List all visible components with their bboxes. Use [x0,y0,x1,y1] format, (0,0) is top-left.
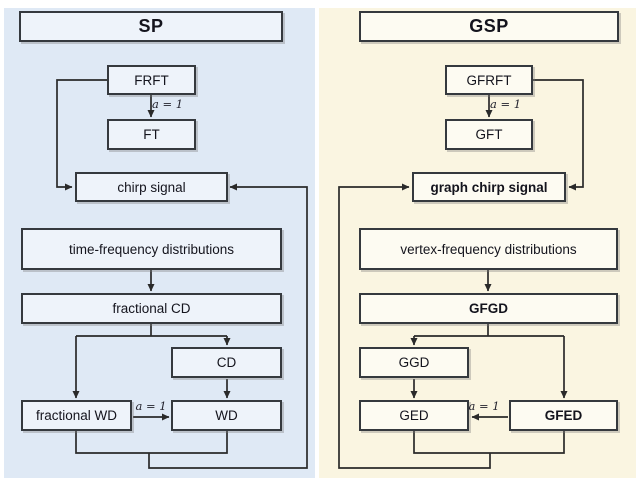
node-gfed: GFED [509,400,618,431]
edge-label-gfed-ged: a = 1 [468,399,500,413]
node-wd: WD [171,400,282,431]
edge-label-fwd-wd: a = 1 [135,399,167,413]
node-ft: FT [107,119,196,150]
node-graph-chirp-signal: graph chirp signal [412,172,566,202]
edge-frft-to-chirp [56,79,107,191]
node-frft: FRFT [107,65,196,95]
edge-fractional-cd-split [76,324,227,337]
node-time-frequency-distributions: time-frequency distributions [21,228,282,270]
node-fractional-cd: fractional CD [21,293,282,324]
edge-feedback-to-graph-chirp [338,187,565,469]
edge-label-frft-ft: a = 1 [152,97,184,111]
node-gfgd: GFGD [359,293,618,324]
node-ggd: GGD [359,347,469,378]
node-gft: GFT [445,119,533,150]
edge-gfgd-split [414,324,564,337]
edge-label-gfrft-gft: a = 1 [490,97,522,111]
node-fractional-wd: fractional WD [21,400,132,431]
node-ged: GED [359,400,469,431]
gsp-title: GSP [359,11,619,42]
edge-feedback-to-chirp [75,187,308,469]
node-cd: CD [171,347,282,378]
node-gfrft: GFRFT [445,65,533,95]
sp-title: SP [19,11,283,42]
edge-gfrft-to-graph-chirp [533,79,584,191]
node-vertex-frequency-distributions: vertex-frequency distributions [359,228,618,270]
node-chirp-signal: chirp signal [75,172,228,202]
